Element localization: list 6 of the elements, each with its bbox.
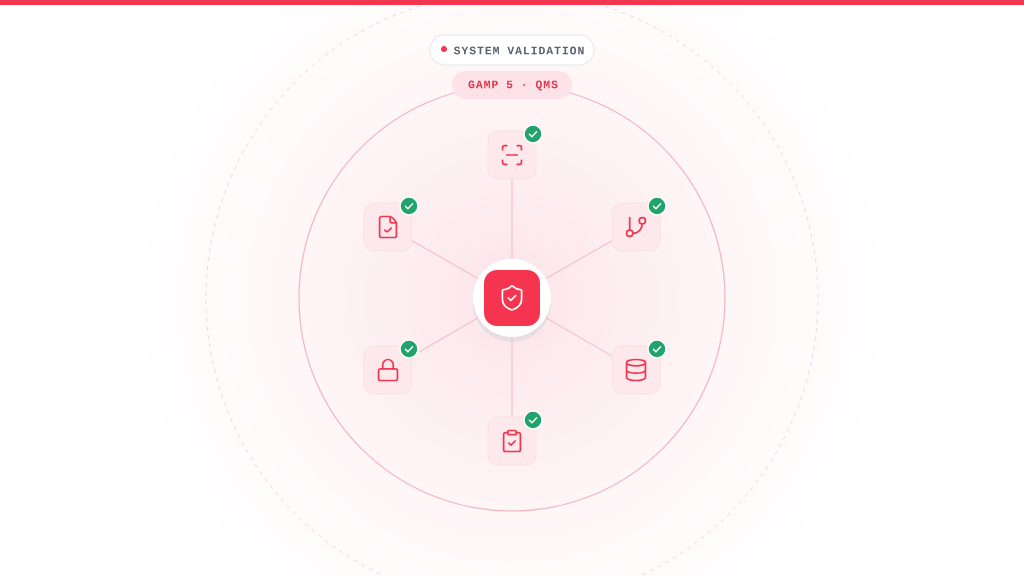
connector-line (418, 317, 479, 353)
connector-line (545, 240, 613, 280)
connector-line (411, 240, 479, 280)
connector-line (545, 317, 613, 357)
title-pill: SYSTEM VALIDATION (429, 34, 595, 66)
tag-pill: GAMP 5 · QMS (452, 71, 572, 99)
